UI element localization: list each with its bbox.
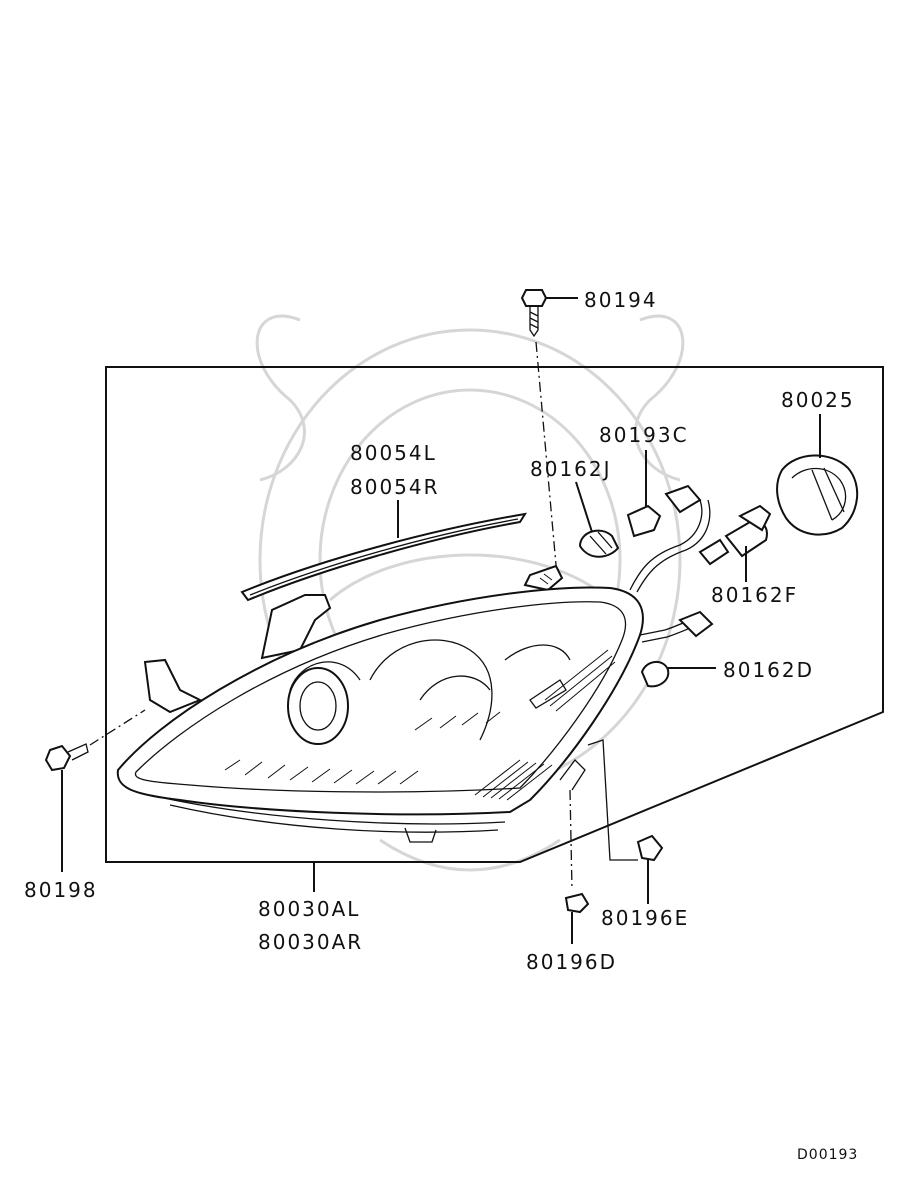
bulb-d-part xyxy=(640,661,716,688)
callout-80162d: 80162D xyxy=(723,658,814,682)
callout-80193c: 80193C xyxy=(599,423,689,447)
callout-80194: 80194 xyxy=(584,288,658,312)
assembly-frame xyxy=(105,366,884,863)
callout-80030ar: 80030AR xyxy=(258,930,363,954)
callout-80162f: 80162F xyxy=(711,583,798,607)
callout-80196e: 80196E xyxy=(601,906,689,930)
callout-80054l: 80054L xyxy=(350,441,437,465)
callout-80054r: 80054R xyxy=(350,475,440,499)
bulb-j-part xyxy=(575,481,620,558)
wiring-harness-part xyxy=(629,484,714,643)
socket-c-part xyxy=(626,450,662,538)
callout-80196d: 80196D xyxy=(526,950,617,974)
moulding-strip-part xyxy=(240,500,528,602)
callout-80198: 80198 xyxy=(24,878,98,902)
diagram-code: D00193 xyxy=(797,1147,858,1163)
callout-80030al: 80030AL xyxy=(258,897,360,921)
bolt-top-part xyxy=(520,289,578,566)
callout-80025: 80025 xyxy=(781,388,855,412)
callout-80162j: 80162J xyxy=(530,457,612,481)
reflector-ring-part xyxy=(776,414,859,536)
headlamp-housing-part xyxy=(116,564,644,843)
screw-left-part xyxy=(44,709,146,872)
clip-d-part xyxy=(564,789,590,944)
clip-e-part xyxy=(587,739,664,904)
bulb-f-part xyxy=(698,504,772,582)
